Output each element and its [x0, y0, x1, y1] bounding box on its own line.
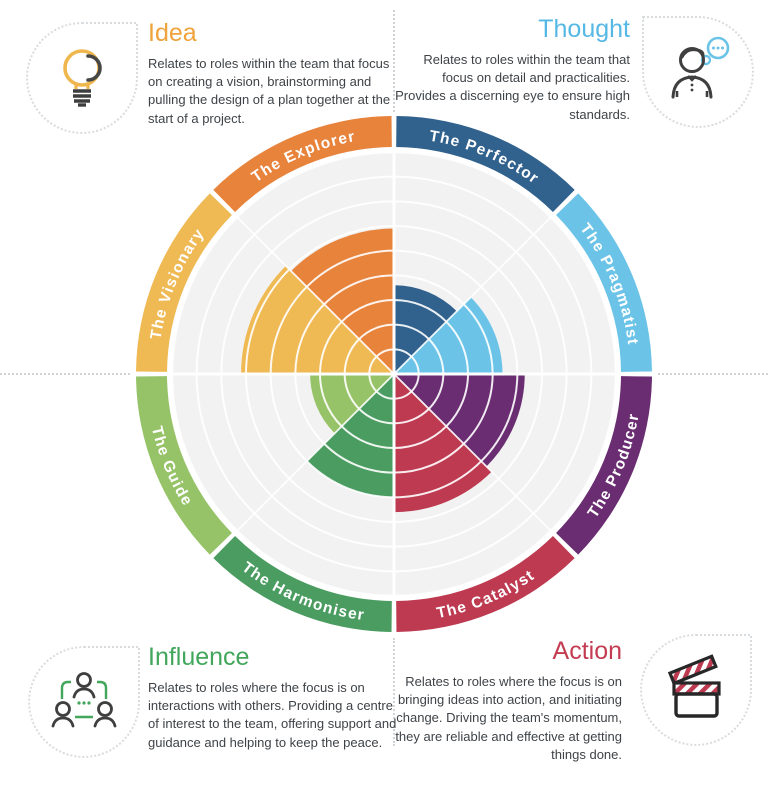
wheel-wedge-4 [306, 374, 394, 498]
wheel-grid-ring [170, 150, 618, 598]
wheel-wedge-0 [394, 285, 457, 374]
quadrant-separator-right [658, 373, 768, 375]
action-card-description: Relates to roles where the focus is on b… [395, 673, 622, 763]
wheel-band-segment-4 [213, 536, 392, 632]
influence-card-title: Influence [148, 643, 250, 671]
influence-card-description: Relates to roles where the focus is on i… [148, 679, 397, 750]
wheel-band-segment-3 [396, 536, 575, 632]
wheel-band-label-1: The Pragmatist [576, 220, 641, 346]
clapperboard-icon [661, 653, 731, 728]
wheel-wedge-2 [394, 374, 525, 467]
quadrant-separator-bottom [393, 638, 395, 746]
action-card: Action Relates to roles where the focus … [372, 637, 622, 765]
quadrant-separator-left [0, 373, 130, 375]
wheel-grid-spoke [393, 373, 552, 532]
wheel-wedge-6 [241, 265, 394, 374]
wheel-band-label-0: The Perfector [428, 128, 542, 188]
wheel-band-label-6: The Visionary [148, 225, 208, 340]
wheel-grid-ring [343, 323, 445, 425]
people-network-icon [49, 665, 119, 740]
wheel-grid-ring [319, 299, 469, 449]
idea-card-title: Idea [148, 19, 197, 47]
wheel-band-segment-7 [213, 116, 392, 212]
lightbulb-icon [47, 41, 117, 116]
wheel-band-label-2: The Producer [585, 412, 643, 521]
wheel-wedge-7 [291, 228, 394, 374]
wheel-wedge-1 [394, 297, 503, 374]
influence-card: Influence Relates to roles where the foc… [148, 643, 400, 752]
action-icon-container [640, 634, 752, 746]
wheel-grid-spoke [236, 216, 395, 375]
wheel-band-segment-6 [136, 193, 232, 372]
wheel-grid-ring [368, 348, 420, 400]
wheel-grid-spoke [393, 216, 552, 375]
wheel-grid-ring [245, 225, 543, 523]
action-card-title: Action [552, 637, 622, 665]
thought-card: Thought Relates to roles within the team… [395, 15, 630, 124]
wheel-grid-ring [195, 175, 593, 573]
wheel-grid-ring [220, 200, 568, 548]
wheel-band-label-5: The Guide [148, 425, 196, 510]
wheel-band-segment-1 [556, 193, 652, 372]
wheel-band-segment-0 [396, 116, 575, 212]
idea-icon-container [26, 22, 138, 134]
wheel-plot-background [172, 152, 616, 596]
wheel-band-label-4: The Harmoniser [239, 559, 366, 624]
thought-card-title: Thought [538, 15, 630, 43]
wheel-band-label-7: The Explorer [249, 128, 357, 186]
idea-card: Idea Relates to roles within the team th… [148, 19, 400, 128]
thought-card-description: Relates to roles within the team that fo… [395, 51, 630, 122]
wheel-band-segment-5 [136, 376, 232, 555]
thought-icon-container [642, 16, 754, 128]
wheel-grid-ring [294, 274, 494, 474]
wheel-grid-spoke [236, 373, 395, 532]
thought-person-icon [663, 35, 733, 110]
influence-icon-container [28, 646, 140, 758]
quadrant-separator-top [393, 10, 395, 112]
wheel-band-label-3: The Catalyst [435, 567, 538, 622]
wheel-grid-ring [269, 249, 519, 499]
wheel-wedge-5 [310, 374, 394, 434]
idea-card-description: Relates to roles within the team that fo… [148, 55, 391, 126]
wheel-wedge-3 [394, 374, 492, 513]
wheel-band-segment-2 [556, 376, 652, 555]
